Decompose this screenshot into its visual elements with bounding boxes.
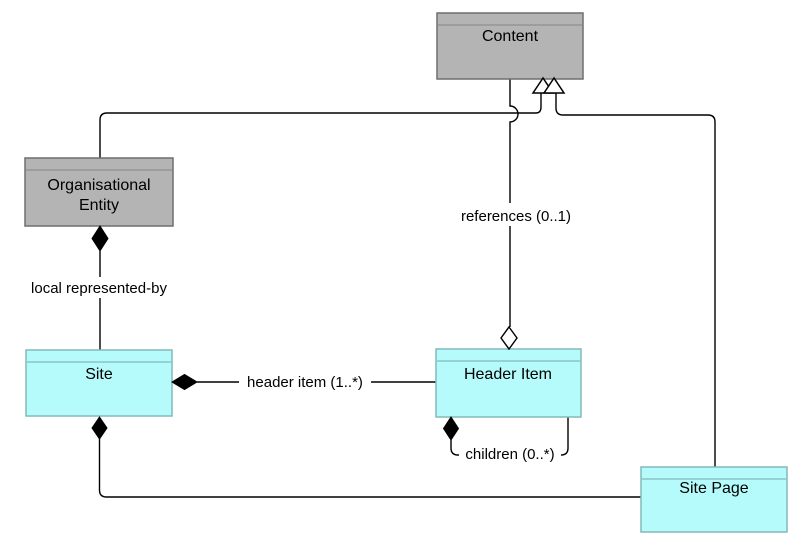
header-item-rect	[435, 348, 582, 418]
children-label: children (0..*)	[465, 446, 554, 463]
edge-content-to-header-item	[509, 79, 519, 327]
content-rect	[436, 12, 584, 80]
references-label-bg	[447, 203, 587, 226]
children-label-bg	[459, 444, 561, 463]
hollow-triangle-icon-right	[542, 76, 566, 94]
organisational-entity-rect	[24, 157, 174, 227]
site-title: Site	[85, 366, 113, 383]
filled-diamond-icon-site-right	[171, 373, 198, 391]
header-item-label: header item (1..*)	[247, 374, 363, 391]
edge-label-references: references (0..1)	[447, 203, 587, 226]
local-represented-by-label: local represented-by	[31, 280, 167, 297]
local-represented-by-label-bg	[22, 277, 177, 298]
edge-site-to-site-page	[98, 439, 641, 498]
site-page-rect	[640, 466, 788, 533]
site-page-title: Site Page	[679, 480, 748, 497]
organisational-entity-title-line1: Organisational	[47, 177, 150, 194]
edge-site-page-to-content	[555, 92, 716, 467]
header-item-label-bg	[239, 370, 371, 392]
filled-diamond-icon-organisational-entity	[91, 225, 109, 252]
filled-diamond-icon-header-item	[442, 416, 460, 441]
class-box-site: Site	[25, 349, 173, 417]
filled-diamond-icon-site-bottom	[91, 416, 108, 440]
organisational-entity-title-line2: Entity	[79, 197, 119, 214]
hollow-diamond-icon	[500, 325, 518, 351]
class-box-organisational-entity: Organisational Entity	[24, 157, 174, 227]
header-item-title: Header Item	[464, 366, 552, 383]
content-title: Content	[482, 28, 539, 45]
site-rect	[25, 349, 173, 417]
edge-label-children: children (0..*)	[459, 444, 561, 463]
edge-label-local-represented-by: local represented-by	[22, 277, 177, 298]
class-box-header-item: Header Item	[435, 348, 582, 418]
edge-organisational-entity-to-content	[99, 92, 542, 158]
class-box-site-page: Site Page	[640, 466, 788, 533]
class-box-content: Content	[436, 12, 584, 80]
edge-label-header-item: header item (1..*)	[239, 370, 371, 392]
references-label: references (0..1)	[461, 208, 571, 225]
